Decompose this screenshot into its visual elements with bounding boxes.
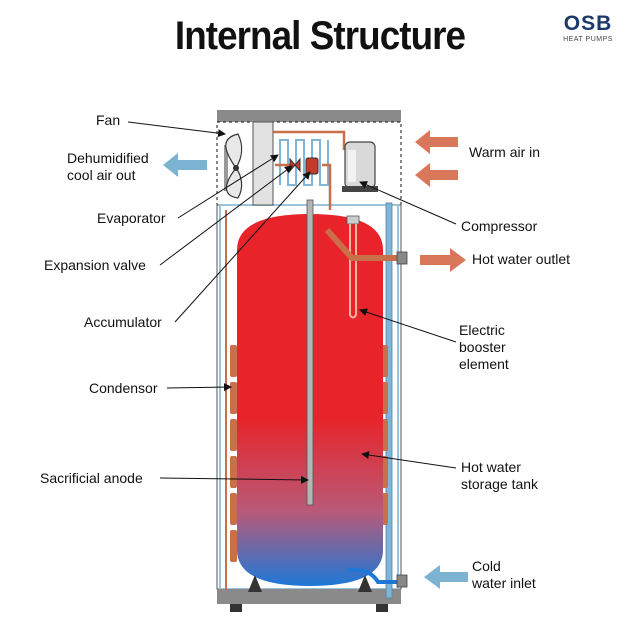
label-hot-water-outlet: Hot water outlet bbox=[472, 251, 571, 267]
label-compressor: Compressor bbox=[461, 218, 538, 234]
label-electric-booster-3: element bbox=[459, 356, 509, 372]
page-title: Internal Structure bbox=[174, 14, 466, 58]
label-evaporator: Evaporator bbox=[97, 210, 166, 226]
label-storage-tank-1: Hot water bbox=[461, 459, 521, 475]
logo-name: OSB bbox=[563, 12, 613, 35]
warm-air-in-arrow-2 bbox=[415, 163, 458, 187]
cool-air-out-arrow bbox=[163, 153, 207, 177]
label-electric-booster-2: booster bbox=[459, 339, 506, 355]
label-storage-tank-2: storage tank bbox=[461, 476, 539, 492]
accumulator bbox=[305, 157, 319, 175]
label-warm-air-in: Warm air in bbox=[469, 144, 541, 160]
label-dehumidified-2: cool air out bbox=[67, 167, 136, 183]
foot-right bbox=[376, 604, 388, 612]
label-electric-booster-1: Electric bbox=[459, 322, 505, 338]
label-sacrificial-anode: Sacrificial anode bbox=[40, 470, 143, 486]
foot-left bbox=[230, 604, 242, 612]
hot-outlet-pipe bbox=[324, 228, 400, 261]
label-cold-inlet-2: water inlet bbox=[472, 575, 536, 591]
refrigerant-line bbox=[273, 130, 346, 150]
warm-air-in-arrow-1 bbox=[415, 130, 458, 154]
label-fan: Fan bbox=[96, 112, 121, 128]
label-cold-inlet-1: Cold bbox=[472, 558, 501, 574]
bottom-cap bbox=[217, 589, 401, 604]
cold-inlet-arrow bbox=[424, 565, 468, 589]
sacrificial-anode bbox=[306, 199, 314, 506]
label-condensor: Condensor bbox=[89, 380, 158, 396]
label-expansion-valve: Expansion valve bbox=[44, 257, 146, 273]
label-dehumidified-1: Dehumidified bbox=[67, 150, 149, 166]
label-accumulator: Accumulator bbox=[84, 314, 162, 330]
evaporator-coil bbox=[279, 139, 329, 186]
cold-inlet-pipe bbox=[347, 567, 400, 584]
logo-subtitle: HEAT PUMPS bbox=[563, 36, 613, 43]
hot-outlet-arrow bbox=[420, 248, 466, 272]
top-cap bbox=[217, 110, 401, 122]
compressor-icon bbox=[342, 141, 378, 192]
booster-element bbox=[349, 224, 357, 319]
